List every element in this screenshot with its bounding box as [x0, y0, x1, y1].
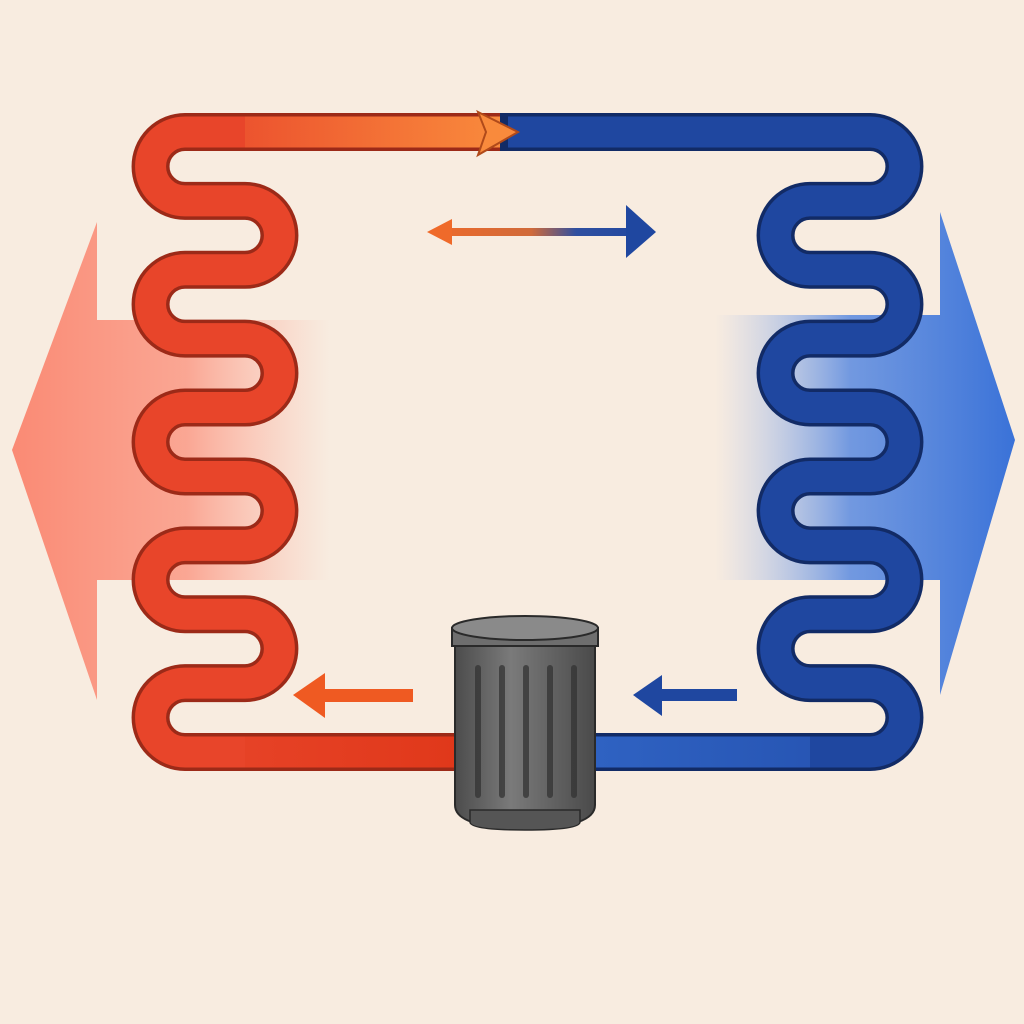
bidirectional-flow-arrow: [427, 205, 656, 258]
flow-arrow-bottom-left: [293, 673, 413, 718]
evaporator-coil: [760, 116, 920, 768]
condenser-coil: [135, 116, 295, 768]
flow-arrow-bottom-right: [633, 675, 737, 716]
compressor: [451, 615, 599, 831]
flow-arrow-top: [476, 109, 521, 158]
